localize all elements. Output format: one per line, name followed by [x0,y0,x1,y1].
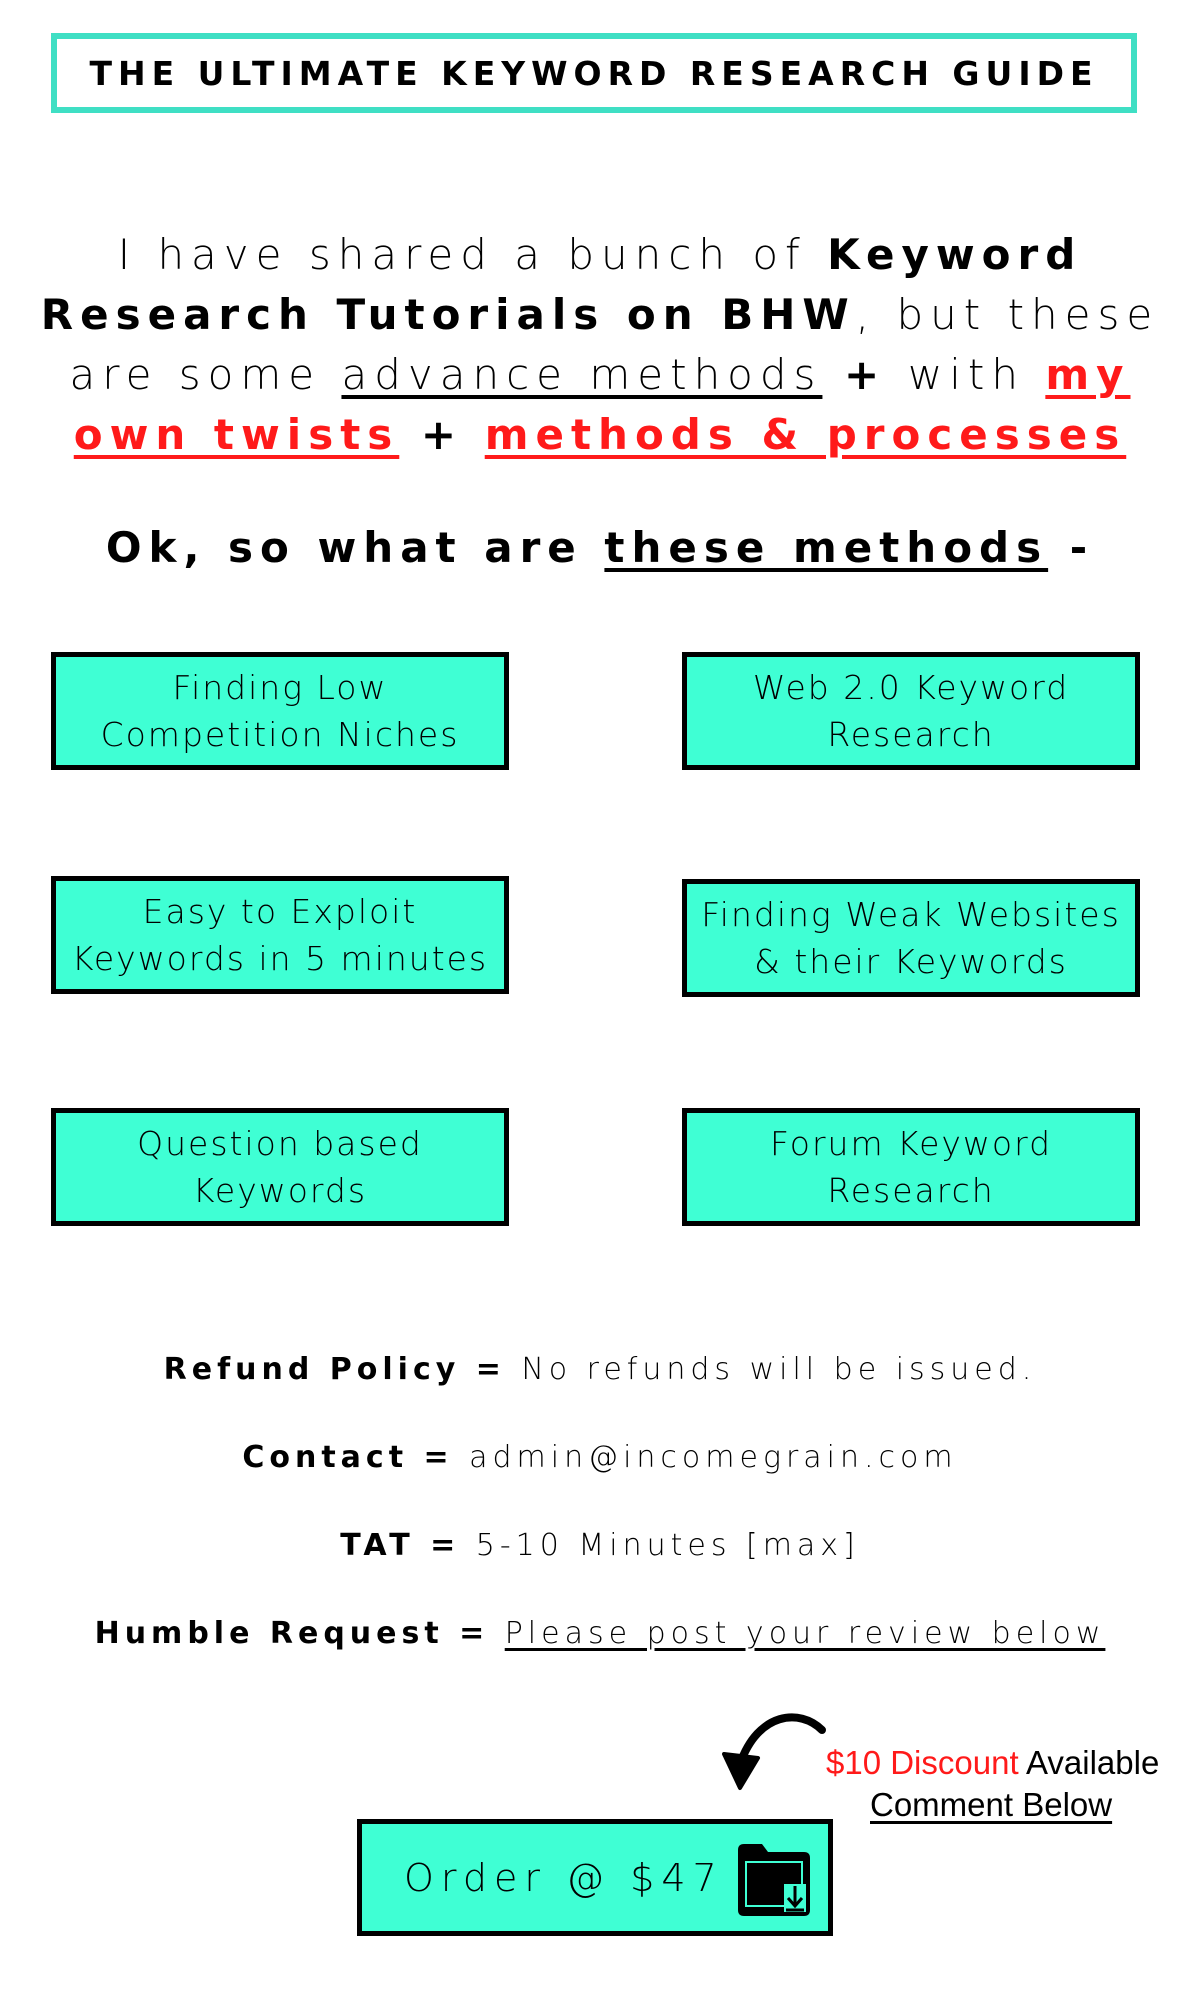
subheading-underlined: these methods [604,523,1049,572]
method-label: Question based Keywords [137,1124,423,1210]
method-box-easy-exploit-keywords: Easy to Exploit Keywords in 5 minutes [51,876,509,994]
page-title: THE ULTIMATE KEYWORD RESEARCH GUIDE [89,53,1099,93]
subheading-suffix: - [1048,523,1095,572]
comment-below-link[interactable]: Comment Below [870,1786,1113,1823]
refund-policy-value: No refunds will be issued. [521,1352,1037,1387]
subheading-prefix: Ok, so what are [105,523,605,572]
discount-available: Available [1018,1744,1160,1781]
review-link[interactable]: Please post your review below [504,1616,1106,1651]
humble-request-key: Humble Request = [94,1616,505,1651]
intro-red-text: methods & processes [484,410,1127,459]
order-button[interactable]: Order @ $47 [357,1819,833,1936]
method-box-low-competition-niches: Finding Low Competition Niches [51,652,509,770]
folder-download-icon [738,1844,810,1916]
curved-arrow-icon [722,1713,826,1790]
tat-line: TAT = 5-10 Minutes [max] [0,1528,1200,1563]
intro-underlined-text: advance methods [341,350,823,399]
intro-text: with [907,350,1046,399]
method-label: Web 2.0 Keyword Research [752,668,1070,754]
refund-policy-key: Refund Policy = [163,1352,522,1387]
method-label: Finding Low Competition Niches [100,668,460,754]
discount-amount: $10 Discount [826,1744,1019,1781]
contact-line: Contact = admin@incomegrain.com [0,1440,1200,1475]
humble-request-line: Humble Request = Please post your review… [0,1616,1200,1651]
method-label: Forum Keyword Research [769,1124,1053,1210]
method-label: Finding Weak Websites & their Keywords [701,895,1121,981]
methods-subheading: Ok, so what are these methods - [0,523,1200,572]
method-box-web20-keyword-research: Web 2.0 Keyword Research [682,652,1140,770]
refund-policy-line: Refund Policy = No refunds will be issue… [0,1352,1200,1387]
order-label: Order @ $47 [404,1855,724,1900]
method-box-forum-keyword-research: Forum Keyword Research [682,1108,1140,1226]
tat-key: TAT = [340,1528,476,1563]
contact-key: Contact = [242,1440,470,1475]
intro-plus: + [399,410,485,459]
method-box-question-keywords: Question based Keywords [51,1108,509,1226]
method-label: Easy to Exploit Keywords in 5 minutes [71,892,489,978]
intro-paragraph: I have shared a bunch of Keyword Researc… [10,225,1190,465]
intro-text: , but these are some [69,290,1160,399]
contact-email[interactable]: admin@incomegrain.com [469,1440,958,1475]
intro-text: I have shared a bunch of [117,230,828,279]
intro-plus: + [822,350,908,399]
method-box-weak-websites: Finding Weak Websites & their Keywords [682,879,1140,997]
header-banner: THE ULTIMATE KEYWORD RESEARCH GUIDE [51,33,1137,113]
discount-note: $10 Discount Available [826,1744,1159,1782]
intro-bold-text: Keyword Research Tutorials on BHW [40,230,1083,339]
intro-red-text: my own twists [73,350,1131,459]
tat-value: 5-10 Minutes [max] [475,1528,860,1563]
